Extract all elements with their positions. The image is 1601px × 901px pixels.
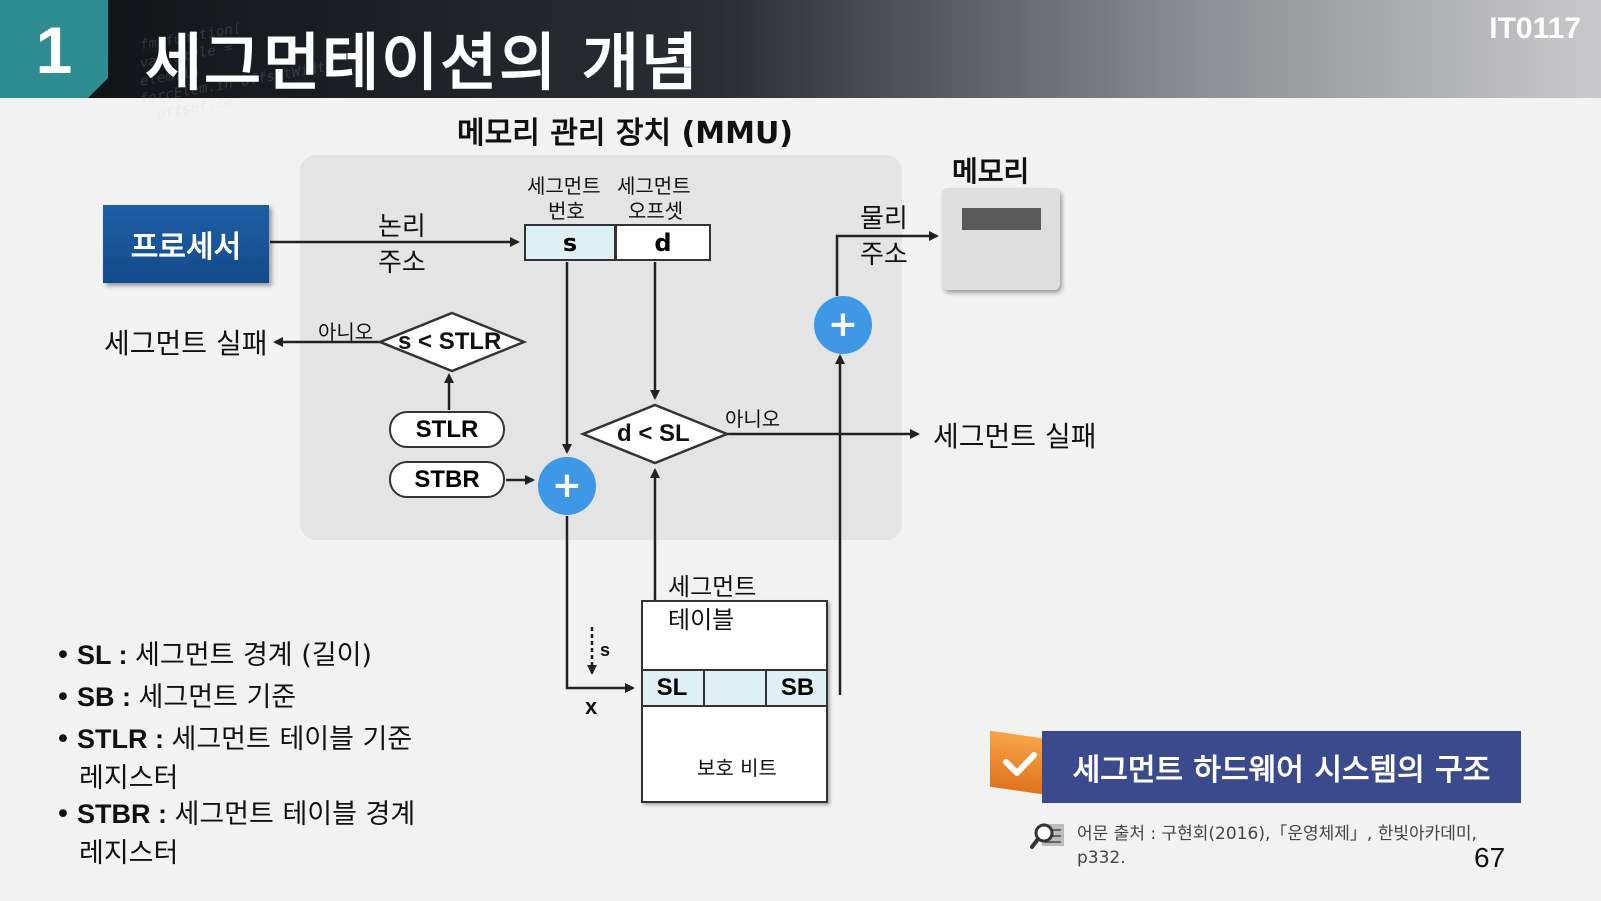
page-number: 67 [1474,842,1506,873]
segment-number-label-1: 세그먼트 [527,174,601,198]
table-cell-sb: SB [780,674,815,701]
x-marker: x [585,694,598,719]
logical-address-label-2: 주소 [378,248,426,278]
adder-physical-address: + [814,296,872,354]
processor-box: 프로세서 [103,205,269,283]
header-banner [0,0,1601,98]
memory-slot [962,208,1041,230]
segment-fail-right: 세그먼트 실패 [933,420,1097,453]
segment-number-label-2: 번호 [548,199,585,223]
compare-diamond-sl [579,403,731,465]
figure-caption: 세그먼트 하드웨어 시스템의 구조 [1042,731,1521,803]
segment-offset-label-2: 오프셋 [628,199,684,223]
course-code: IT0117 [1489,12,1581,45]
segment-fail-left: 세그먼트 실패 [104,327,268,360]
page-title: 세그먼테이션의 개념 [145,26,700,99]
arrow-plus-to-table [565,516,635,693]
arrow-plus-to-memory [835,231,939,296]
bullet-sl: •SL : 세그먼트 경계 (길이) [55,640,372,671]
compare-stlr-text: s < STLR [398,328,502,355]
check-icon [1003,752,1037,776]
no-label-left: 아니오 [318,320,374,344]
protection-bit-label: 보호 비트 [697,756,777,780]
bullet-sb: •SB : 세그먼트 기준 [55,682,297,713]
segment-table-row [641,669,828,707]
chapter-number: 1 [35,13,73,87]
memory-box [942,188,1060,290]
compare-sl-text: d < SL [617,420,690,447]
physical-address-label-2: 주소 [860,240,908,270]
physical-address-label-1: 물리 [860,204,908,234]
address-segment-offset: d [615,224,711,261]
address-segment-number: s [524,224,616,261]
mmu-label: 메모리 관리 장치 (MMU) [457,116,794,151]
adder-table-index: + [538,457,596,515]
segment-offset-label-1: 세그먼트 [617,174,691,198]
segment-table-label-2: 테이블 [668,606,735,634]
table-cell-protection [705,669,767,707]
chapter-tab [0,0,108,98]
compare-diamond-stlr [376,311,528,373]
no-label-right: 아니오 [725,407,781,431]
memory-label: 메모리 [952,155,1030,188]
source-citation: 어문 출처 : 구현회(2016),「운영체제」, 한빛아카데미, p332. [1077,824,1477,868]
stlr-register: STLR [389,411,505,448]
segment-table-label-1: 세그먼트 [668,573,757,601]
s-marker: s [600,640,611,660]
logical-address-label-1: 논리 [378,212,426,242]
magnifier-icon [1030,823,1064,849]
stbr-register: STBR [389,461,505,498]
table-cell-sl: SL [641,669,705,707]
